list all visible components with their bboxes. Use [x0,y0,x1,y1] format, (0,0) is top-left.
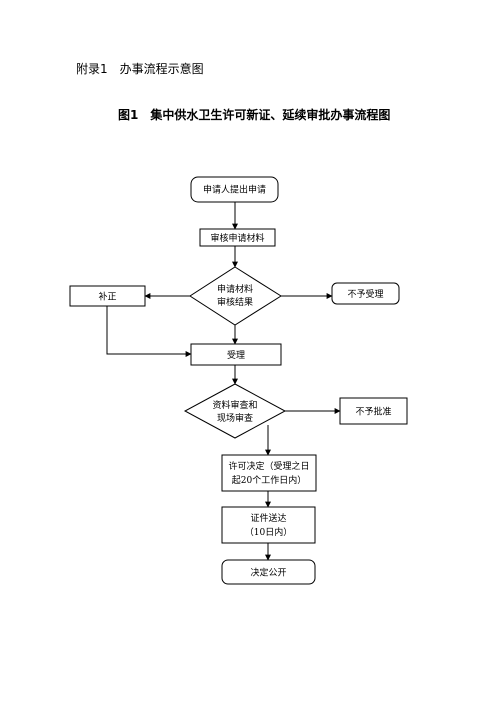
svg-text:（10日内）: （10日内） [245,526,292,538]
svg-text:资料审查和: 资料审查和 [212,399,257,411]
node-decision: 许可决定（受理之日 起20个工作日内） [221,454,317,492]
node-accept: 受理 [190,343,282,366]
svg-text:审核申请材料: 审核申请材料 [210,232,264,244]
node-review-result: 申请材料 审核结果 [189,266,282,326]
node-inspection: 资料审查和 现场审查 [183,383,287,439]
figure-title: 图1 集中供水卫生许可新证、延续审批办事流程图 [118,108,391,122]
appendix-label: 附录1 办事流程示意图 [76,62,204,76]
svg-text:许可决定（受理之日: 许可决定（受理之日 [228,460,309,472]
svg-text:受理: 受理 [227,349,245,361]
node-not-approved: 不予批准 [339,397,408,425]
svg-text:申请人提出申请: 申请人提出申请 [203,184,266,196]
svg-text:决定公开: 决定公开 [250,567,286,579]
edge-supplement-accept [106,306,192,357]
node-supplement: 补正 [69,285,146,307]
node-publish: 决定公开 [221,559,316,585]
svg-text:审核结果: 审核结果 [217,296,253,308]
svg-text:不予批准: 不予批准 [355,406,391,418]
svg-text:起20个工作日内）: 起20个工作日内） [232,474,306,486]
node-review-materials: 审核申请材料 [199,228,276,247]
node-not-accepted: 不予受理 [331,282,400,305]
node-apply: 申请人提出申请 [190,176,279,203]
svg-text:不予受理: 不予受理 [347,288,383,300]
svg-text:申请材料: 申请材料 [217,283,253,295]
svg-text:证件送达: 证件送达 [250,512,286,524]
node-delivery: 证件送达 （10日内） [221,506,316,544]
svg-text:现场审查: 现场审查 [217,412,253,424]
svg-text:补正: 补正 [98,291,116,303]
